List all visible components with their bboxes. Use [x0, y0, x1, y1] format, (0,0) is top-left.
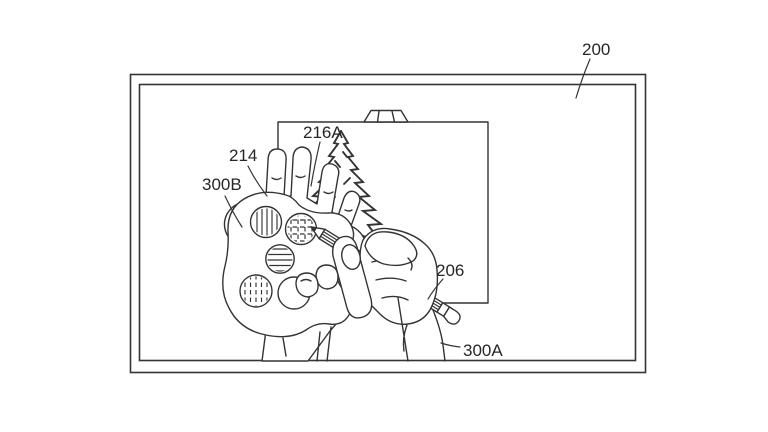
thumbnail — [341, 244, 361, 270]
index-knuckle-crease — [407, 257, 413, 271]
fingertip-nail-line — [300, 278, 312, 282]
paint-well-dashed — [239, 274, 273, 308]
leader-line-300B — [224, 195, 243, 228]
leader-line-200 — [575, 58, 591, 99]
leader-line-214 — [247, 165, 268, 197]
leader-line-206 — [427, 278, 444, 300]
callout-200: 200 — [575, 40, 610, 99]
fingertip-middle — [315, 264, 339, 290]
ref-label-214: 214 — [229, 146, 257, 165]
left-wrist-crease — [282, 337, 287, 357]
callout-300A: 300A — [440, 341, 503, 360]
ref-label-216A: 216A — [303, 123, 343, 142]
easel-clip — [363, 109, 409, 123]
callouts: 200 214 300B 216A 206 300A — [202, 40, 610, 360]
ref-label-300A: 300A — [463, 341, 503, 360]
callout-300B: 300B — [202, 175, 243, 228]
callout-216A: 216A — [303, 123, 343, 187]
display-outer-bezel — [129, 73, 647, 374]
index-finger — [364, 231, 418, 267]
tree-right-edge — [340, 130, 384, 234]
lower-finger-lines — [316, 326, 332, 362]
easel-clip-detail — [376, 110, 396, 123]
ref-label-200: 200 — [582, 40, 610, 59]
ref-label-300B: 300B — [202, 175, 242, 194]
ref-label-206: 206 — [436, 261, 464, 280]
fingertip-index — [295, 272, 319, 298]
leader-line-300A — [440, 342, 461, 348]
artist-palette — [222, 191, 355, 338]
leader-line-216A — [310, 141, 321, 187]
display-device-frame — [129, 73, 647, 374]
paint-well-crosshatch — [284, 212, 318, 246]
pencil-eraser — [443, 306, 461, 325]
callout-206: 206 — [427, 261, 464, 300]
finger-crease-lines — [271, 175, 353, 212]
right-hand-fingertips — [295, 264, 339, 362]
paint-well-horizontal — [265, 244, 295, 274]
paint-well-vertical — [249, 205, 283, 239]
right-wrist-lines — [397, 297, 446, 362]
display-screen — [138, 83, 637, 362]
pencil-lead — [309, 226, 318, 233]
right-hand — [332, 227, 446, 362]
callout-214: 214 — [229, 146, 268, 197]
